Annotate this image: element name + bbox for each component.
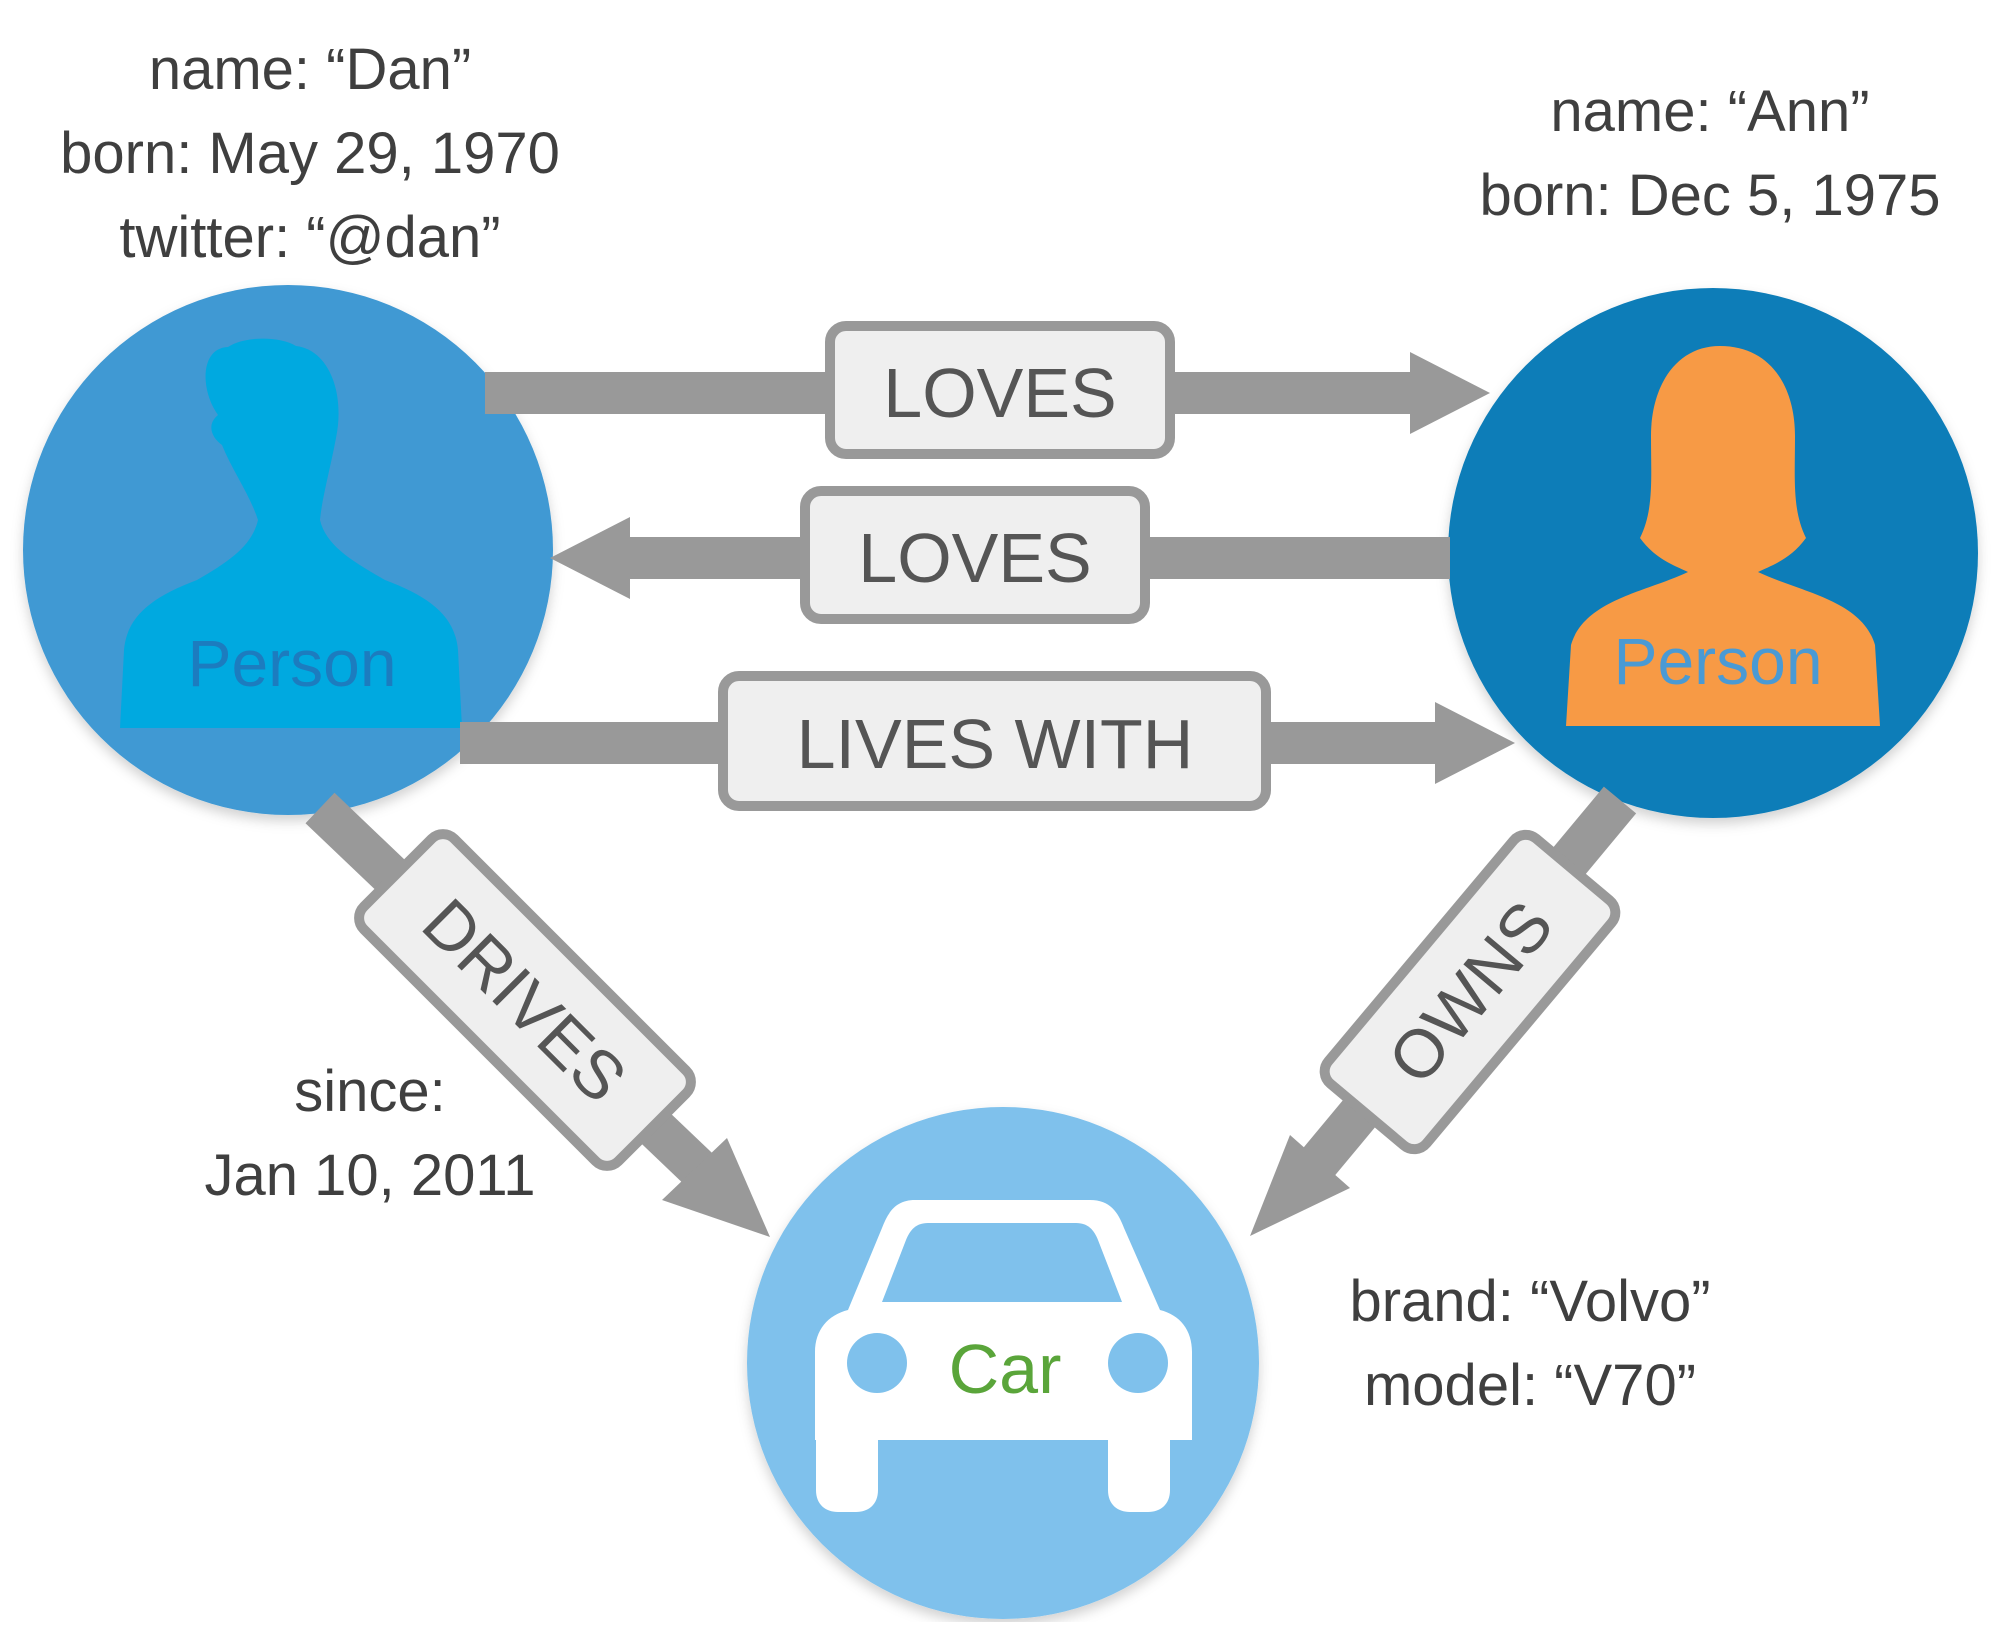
relationship-label-box [718, 671, 1271, 811]
relationship-drives[interactable]: DRIVES [305, 792, 770, 1237]
property-line: name: “Ann” [1550, 79, 1870, 144]
arrowhead [1410, 352, 1490, 434]
property-line: born: Dec 5, 1975 [1479, 163, 1941, 228]
property-line: born: May 29, 1970 [60, 121, 560, 186]
node-ann-properties: name: “Ann” born: Dec 5, 1975 [1440, 70, 1980, 238]
car-icon [815, 1200, 1192, 1512]
node-dan[interactable]: Person [23, 285, 553, 815]
node-ann[interactable]: Person [1448, 288, 1978, 818]
arrowhead [1250, 1135, 1350, 1236]
node-dan-properties: name: “Dan” born: May 29, 1970 twitter: … [20, 28, 600, 280]
node-ann-label: Person [1613, 624, 1822, 698]
relationship-label-box [800, 486, 1150, 624]
arrowhead [1435, 702, 1515, 784]
relationship-label-loves-1: LOVES [883, 354, 1116, 432]
relationship-lives-with[interactable]: LIVES WITH [460, 671, 1515, 811]
node-car-label: Car [949, 1330, 1062, 1408]
relationship-label-lives-with: LIVES WITH [797, 705, 1194, 783]
property-line: since: [294, 1059, 446, 1124]
relationship-label-box [1319, 829, 1621, 1155]
relationship-label-loves-2: LOVES [858, 519, 1091, 597]
node-dan-label: Person [187, 626, 396, 700]
relationship-owns[interactable]: OWNS [1250, 786, 1637, 1236]
property-line: Jan 10, 2011 [204, 1143, 536, 1208]
node-car-properties: brand: “Volvo” model: “V70” [1290, 1260, 1770, 1428]
property-line: model: “V70” [1363, 1353, 1697, 1418]
relationship-label-box [825, 321, 1175, 459]
female-person-icon [1566, 346, 1880, 726]
male-person-icon [120, 338, 462, 728]
property-line: twitter: “@dan” [119, 205, 501, 270]
relationship-drives-properties: since: Jan 10, 2011 [160, 1050, 580, 1218]
property-line: brand: “Volvo” [1349, 1269, 1711, 1334]
arrowhead [662, 1138, 770, 1237]
relationship-loves-dan-to-ann[interactable]: LOVES [485, 321, 1490, 459]
arrowhead [550, 517, 630, 599]
relationship-label-box [354, 829, 696, 1171]
relationship-loves-ann-to-dan[interactable]: LOVES [550, 486, 1450, 624]
node-car[interactable]: Car [747, 1107, 1259, 1619]
property-line: name: “Dan” [148, 37, 472, 102]
